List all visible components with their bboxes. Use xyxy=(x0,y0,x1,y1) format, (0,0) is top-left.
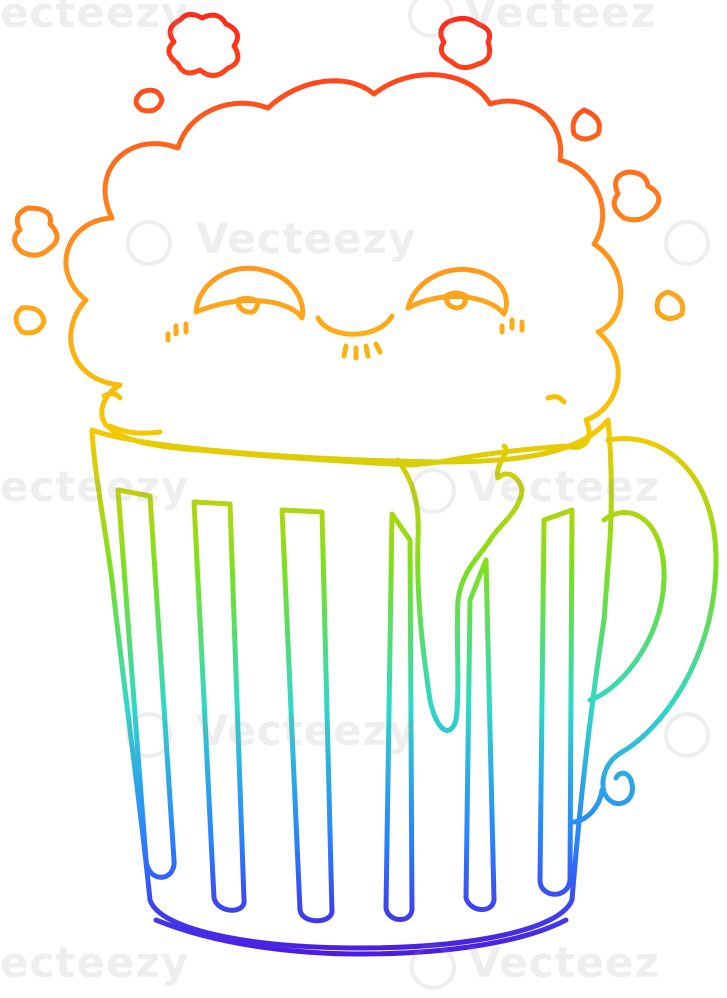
glass-facet xyxy=(383,511,415,922)
foam-droplet xyxy=(133,87,165,114)
foam-droplet xyxy=(570,107,602,142)
foam-drip xyxy=(395,443,525,733)
foam-droplet xyxy=(611,169,662,223)
foam-droplet xyxy=(13,305,47,336)
foam-droplet xyxy=(12,205,60,258)
eye-right xyxy=(405,266,509,317)
foam-droplet xyxy=(654,289,686,321)
glass-facet xyxy=(279,507,335,924)
mouth xyxy=(315,313,395,337)
glass-facet xyxy=(191,499,247,913)
mug-handle xyxy=(600,436,719,806)
beer-foam xyxy=(63,72,624,468)
glass-facet xyxy=(463,557,497,912)
glass-facet xyxy=(537,507,575,897)
mug-body xyxy=(89,417,614,951)
steam-puff-left xyxy=(166,12,241,78)
glass-facet xyxy=(115,487,177,880)
steam-puff-right xyxy=(438,16,493,70)
